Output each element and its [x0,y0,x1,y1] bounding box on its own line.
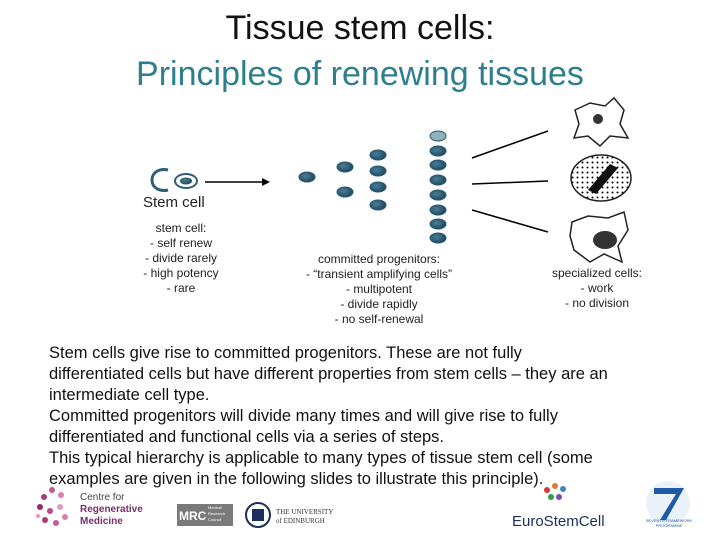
progenitor-desc-line: - multipotent [345,282,413,296]
body-line: examples are given in the following slid… [49,470,544,488]
specialized-desc-line: specialized cells: [551,266,643,280]
stem-desc-line: - divide rarely [144,251,218,265]
fp7-logo-line: SEVENTH FRAMEWORK [645,518,693,523]
mrc-small-line: Research [208,511,226,516]
title-line-1: Tissue stem cells: [225,9,495,47]
edinburgh-logo-line: THE UNIVERSITY [276,508,334,516]
stem-cell-label: Stem cell [143,194,205,211]
mrc-logo-small: Medical Research Council [208,505,225,523]
mrc-logo-box [177,504,233,526]
stem-desc-line: stem cell: [155,221,207,235]
crm-logo-mark [36,487,68,526]
body-line: Stem cells give rise to committed progen… [49,344,522,362]
specialized-cell-3 [569,210,629,264]
progenitor-description: committed progenitors: - “transient ampl… [286,252,472,327]
stem-cell-description: stem cell: - self renew - divide rarely … [120,221,242,296]
progenitor-desc-line: - divide rapidly [340,297,418,311]
edinburgh-logo-line: of EDINBURGH [276,517,325,525]
progenitor-desc-line: - no self-renewal [334,312,424,326]
mrc-small-line: Council [208,517,222,522]
edinburgh-crest-icon [245,502,271,528]
stem-desc-line: - self renew [149,236,213,250]
specialized-desc-line: - no division [564,296,630,310]
fp7-logo: SEVENTH FRAMEWORK PROGRAMME [638,518,700,528]
body-line: Committed progenitors will divide many t… [49,407,558,425]
stem-cell-icon [150,168,198,192]
eurostemcell-mark [544,483,566,500]
body-line: differentiated cells but have different … [49,365,608,383]
title-line-2: Principles of renewing tissues [136,55,584,93]
progenitor-desc-line: committed progenitors: [317,252,441,266]
stem-desc-line: - high potency [143,266,219,280]
progenitor-cells [298,130,447,244]
mrc-logo: MRC [179,509,207,523]
progenitor-desc-line: - “transient amplifying cells” [305,267,453,281]
crm-logo-line: Medicine [80,516,123,527]
body-line: differentiated and functional cells via … [49,428,445,446]
fp7-logo-line: PROGRAMME [655,523,683,528]
eurostemcell-logo: EuroStemCell [512,513,605,530]
mrc-small-line: Medical [208,505,222,510]
specialized-cell-1 [572,96,630,148]
specialized-desc-line: - work [580,281,614,295]
fp7-logo-mark [646,481,690,525]
stem-desc-line: - rare [166,281,196,295]
body-line: This typical hierarchy is applicable to … [49,449,593,467]
crm-logo-line: Regenerative [80,504,143,515]
arrow-stem-to-progenitor [205,178,270,186]
specialized-cell-2 [570,154,632,202]
crm-logo-line: Centre for [80,492,125,503]
crm-logo: Centre for Regenerative Medicine [80,492,143,528]
body-line: intermediate cell type. [49,386,210,404]
body-text: Stem cells give rise to committed progen… [49,343,717,490]
arrows-to-specialized [471,130,549,233]
specialized-description: specialized cells: - work - no division [530,266,664,311]
edinburgh-logo: THE UNIVERSITY of EDINBURGH [276,508,333,526]
